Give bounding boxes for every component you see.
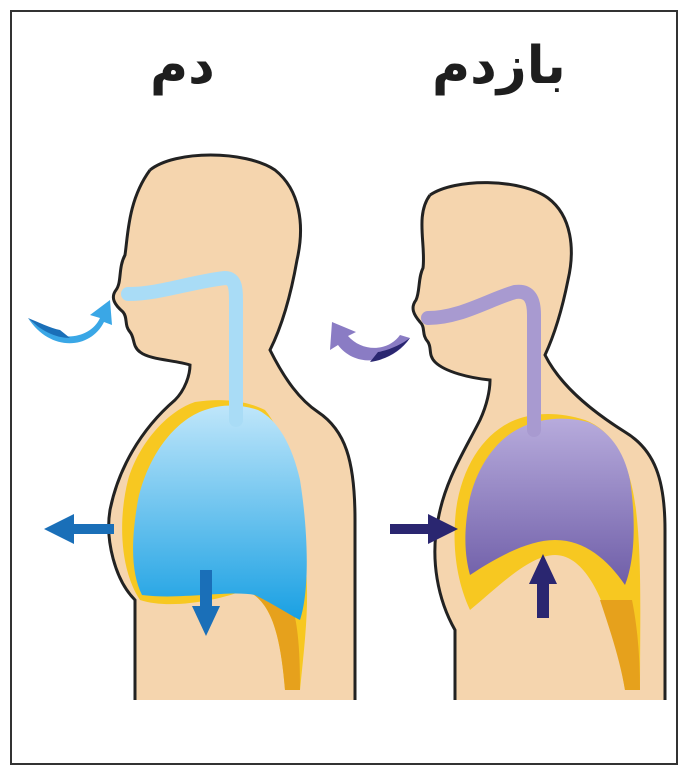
inhale-figure bbox=[109, 155, 355, 700]
exhale-figure bbox=[413, 183, 665, 700]
inhale-chest-expand-arrow bbox=[44, 514, 114, 544]
inhale-air-in-arrow bbox=[28, 300, 112, 343]
exhale-air-out-arrow bbox=[330, 322, 410, 360]
